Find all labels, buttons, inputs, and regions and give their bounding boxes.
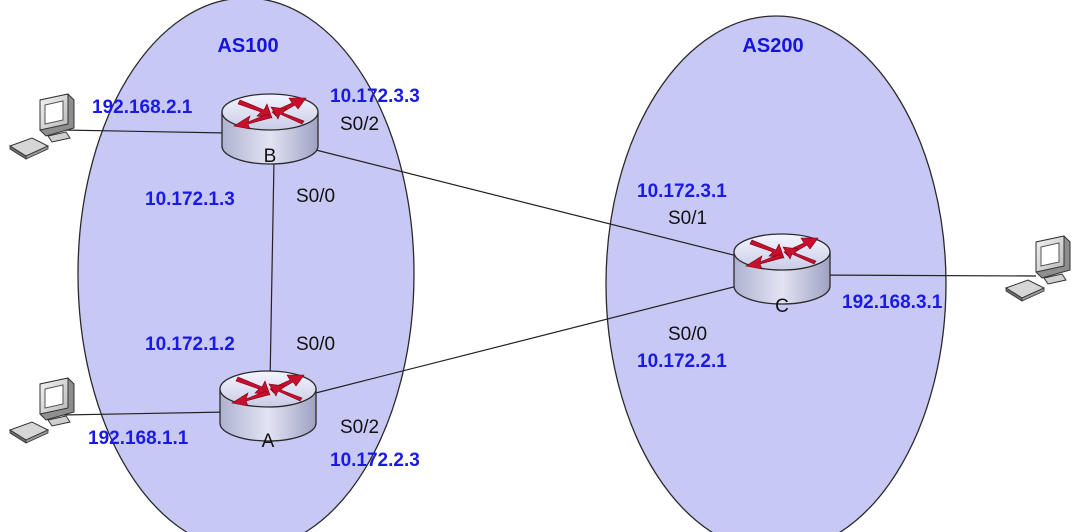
- router-a-label: A: [262, 431, 275, 452]
- b-s02-address: 10.172.3.3: [330, 86, 420, 107]
- a-s02-interface: S0/2: [340, 417, 379, 438]
- c-s00-interface: S0/0: [668, 324, 707, 345]
- router-icon: [733, 233, 831, 305]
- computer-icon: [9, 93, 75, 160]
- link-pc-a: [61, 411, 229, 416]
- router-b-label: B: [264, 146, 277, 167]
- a-lan-address: 192.168.1.1: [88, 428, 189, 449]
- c-s01-address: 10.172.3.1: [637, 181, 727, 202]
- link-c-pc: [809, 274, 1037, 277]
- link-b-c: [295, 144, 778, 267]
- b-lan-address: 192.168.2.1: [92, 97, 193, 118]
- link-b-a: [269, 159, 275, 384]
- computer-icon: [1005, 235, 1071, 302]
- as100-region: [77, 0, 415, 532]
- a-s02-address: 10.172.2.3: [330, 450, 420, 471]
- a-s00-interface: S0/0: [296, 334, 335, 355]
- pc-c[interactable]: [1005, 235, 1071, 302]
- router-b[interactable]: B: [221, 93, 319, 167]
- b-s00-interface: S0/0: [296, 186, 335, 207]
- link-a-c: [295, 275, 778, 399]
- as100-label: AS100: [217, 35, 278, 57]
- a-s00-address: 10.172.1.2: [145, 334, 235, 355]
- c-s01-interface: S0/1: [668, 208, 707, 229]
- router-c-label: C: [775, 296, 789, 317]
- router-a[interactable]: A: [219, 370, 317, 452]
- link-pc-b: [61, 129, 229, 134]
- c-s00-address: 10.172.2.1: [637, 351, 727, 372]
- b-s00-address: 10.172.1.3: [145, 189, 235, 210]
- pc-a[interactable]: [9, 377, 75, 444]
- c-lan-address: 192.168.3.1: [842, 292, 943, 313]
- computer-icon: [9, 377, 75, 444]
- pc-b[interactable]: [9, 93, 75, 160]
- router-c[interactable]: C: [733, 233, 831, 317]
- as200-label: AS200: [742, 35, 803, 57]
- b-s02-interface: S0/2: [340, 114, 379, 135]
